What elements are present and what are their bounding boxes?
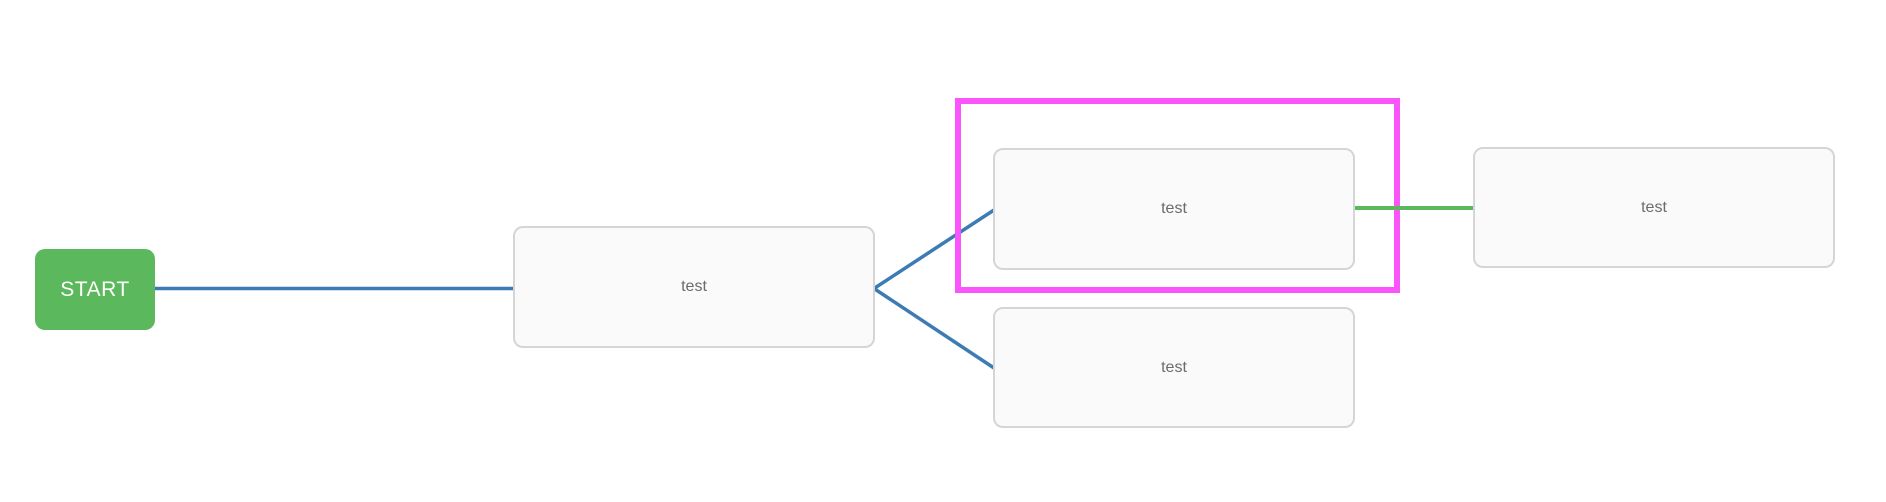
selection-highlight <box>955 98 1400 293</box>
node-label: test <box>1641 198 1667 216</box>
node-label: test <box>681 278 707 295</box>
flow-node-bottom[interactable]: test <box>993 307 1355 428</box>
node-label: test <box>1161 200 1187 217</box>
start-node-label: START <box>60 277 130 301</box>
flow-node-top-selected[interactable]: test <box>993 148 1355 270</box>
start-node[interactable]: START <box>35 249 155 330</box>
edge-middle-to-bottom <box>873 287 995 370</box>
flow-node-middle[interactable]: test <box>513 226 875 348</box>
node-label: test <box>1161 358 1187 376</box>
flow-node-right[interactable]: test <box>1473 147 1835 268</box>
